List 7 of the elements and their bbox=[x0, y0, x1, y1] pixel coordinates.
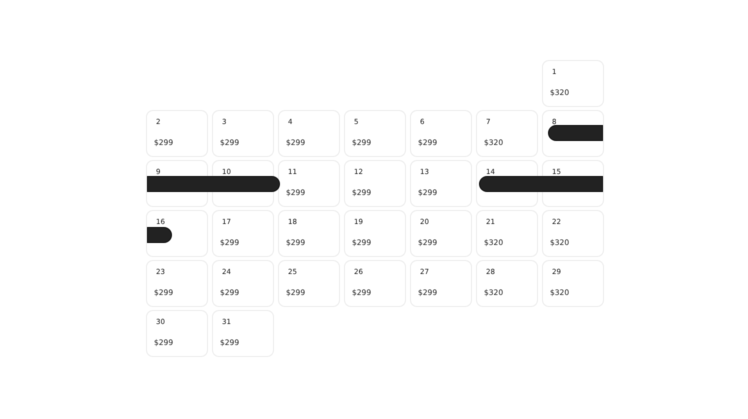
booking-bar bbox=[548, 125, 603, 141]
calendar-day-card bbox=[146, 210, 208, 257]
calendar-day-card bbox=[542, 110, 604, 157]
booking-bar bbox=[147, 227, 172, 243]
booking-bar bbox=[479, 176, 603, 192]
booking-bar bbox=[147, 176, 280, 192]
calendar-day-card bbox=[278, 160, 340, 207]
